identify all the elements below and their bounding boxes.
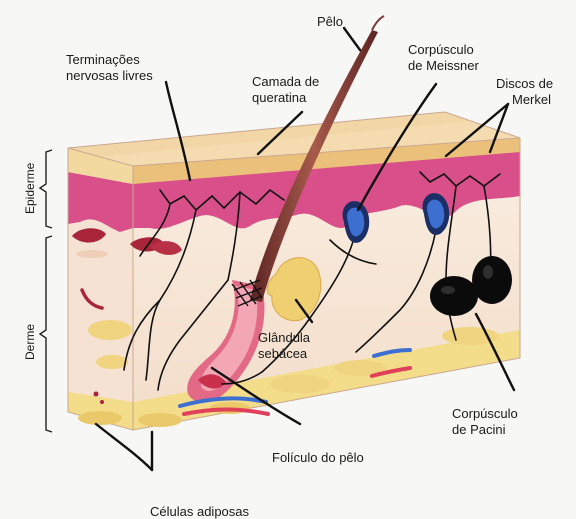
label-pacini-1: Corpúsculo <box>452 406 518 421</box>
label-epiderme: Epiderme <box>23 162 37 214</box>
label-meissner-2: de Meissner <box>408 58 479 73</box>
label-merkel-1: Discos de <box>496 76 553 91</box>
label-foliculo: Folículo do pêlo <box>272 450 364 465</box>
side-face <box>68 148 133 430</box>
label-merkel-2: Merkel <box>512 92 551 107</box>
label-pelo: Pêlo <box>317 14 343 29</box>
label-glandula-2: sebácea <box>258 346 308 361</box>
side-braces <box>40 150 52 432</box>
label-celulas: Células adiposas <box>150 504 250 519</box>
label-terminacoes-1: Terminações <box>66 52 140 67</box>
label-glandula-1: Glândula <box>258 330 311 345</box>
label-camada-2: queratina <box>252 90 307 105</box>
label-pacini-2: de Pacini <box>452 422 506 437</box>
hair-tip <box>372 16 384 30</box>
label-meissner-1: Corpúsculo <box>408 42 474 57</box>
label-terminacoes-2: nervosas livres <box>66 68 153 83</box>
label-derme: Derme <box>23 324 37 360</box>
label-camada-1: Camada de <box>252 74 319 89</box>
